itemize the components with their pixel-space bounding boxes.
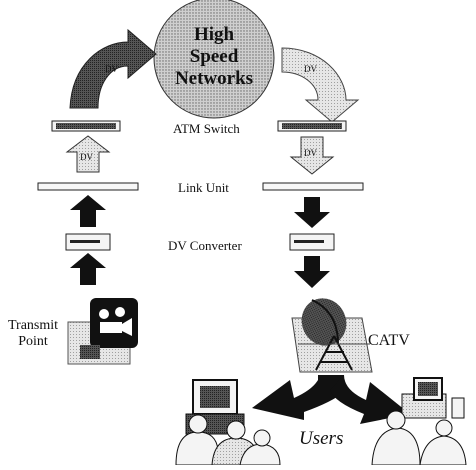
left-up-arrow-2 bbox=[70, 195, 106, 227]
link-unit-left bbox=[37, 182, 139, 191]
dv-converter-left bbox=[65, 233, 111, 251]
users-label: Users bbox=[299, 428, 344, 449]
right-down-arrow-2 bbox=[294, 197, 330, 228]
link-unit-label: Link Unit bbox=[178, 180, 229, 195]
atm-switch-right bbox=[277, 120, 347, 132]
left-up-arrow-3 bbox=[70, 253, 106, 285]
transmit-point-line1: Transmit bbox=[8, 318, 59, 333]
dv-label-uplink: DV bbox=[105, 64, 118, 74]
network-title-line1: High bbox=[193, 24, 235, 45]
atm-switch-left bbox=[51, 120, 121, 132]
satellite-dish-icon bbox=[291, 298, 373, 373]
right-down-arrow-3 bbox=[294, 256, 330, 288]
transmit-point-label: Transmit Point bbox=[8, 318, 58, 350]
left-up-arrow-1 bbox=[65, 135, 111, 173]
uplink-curved-arrow bbox=[69, 28, 157, 109]
transmit-point-line2: Point bbox=[18, 334, 48, 349]
dv-converter-label: DV Converter bbox=[168, 238, 242, 253]
users-arrow-left bbox=[252, 375, 344, 420]
dv-converter-right bbox=[289, 233, 335, 251]
right-down-arrow-1 bbox=[289, 136, 335, 175]
dv-label-left-arrow: DV bbox=[80, 152, 93, 162]
dv-label-right-arrow: DV bbox=[304, 148, 317, 158]
users-left-group bbox=[175, 379, 281, 466]
link-unit-right bbox=[262, 182, 364, 191]
dv-label-downlink: DV bbox=[304, 64, 317, 74]
users-arrow-right bbox=[330, 375, 410, 424]
network-title: High Speed Networks bbox=[157, 24, 271, 90]
catv-label: CATV bbox=[368, 332, 410, 349]
camera-icon bbox=[67, 298, 138, 365]
atm-switch-label: ATM Switch bbox=[173, 121, 240, 136]
downlink-curved-arrow bbox=[281, 47, 360, 123]
users-right-group bbox=[371, 377, 467, 466]
network-title-line3: Networks bbox=[174, 68, 254, 89]
network-title-line2: Speed bbox=[189, 46, 239, 67]
network-globe bbox=[153, 0, 275, 119]
